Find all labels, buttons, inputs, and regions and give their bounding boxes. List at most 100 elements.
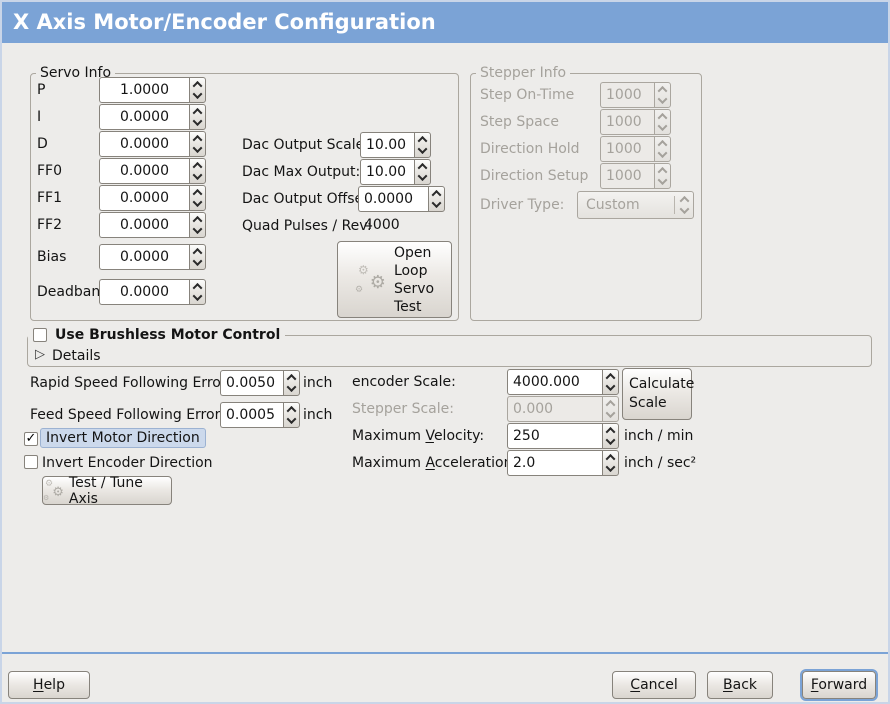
servo-param-label-ff1: FF1 (37, 190, 63, 206)
spin-buttons[interactable] (189, 279, 206, 305)
cancel-button[interactable]: Cancel (612, 671, 696, 699)
dac-max-output-spinbox[interactable] (360, 159, 431, 185)
forward-button[interactable]: Forward (802, 671, 876, 699)
spin-down-icon[interactable] (192, 116, 203, 127)
maximum-velocity-unit: inch / min (624, 428, 694, 444)
help-button[interactable]: Help (8, 671, 90, 699)
spin-buttons[interactable] (602, 423, 619, 449)
maximum-acceleration-spinbox[interactable] (507, 450, 619, 476)
calculate-scale-button[interactable]: Calculate Scale (622, 368, 694, 420)
servo-param-input-ff1[interactable] (99, 185, 189, 211)
servo-info-frame-title: Servo Info (36, 65, 116, 81)
servo-param-spinbox-i[interactable] (99, 104, 206, 130)
servo-param-spinbox-p[interactable] (99, 77, 206, 103)
dac-output-offset-input[interactable] (358, 186, 428, 212)
spin-buttons[interactable] (283, 370, 300, 396)
spin-buttons (602, 396, 619, 422)
servo-param-spinbox-deadband[interactable] (99, 279, 206, 305)
spin-down-icon[interactable] (192, 143, 203, 154)
expander-triangle-icon[interactable]: ▷ (35, 347, 45, 362)
encoder-scale-input[interactable] (507, 369, 602, 395)
spin-down-icon[interactable] (417, 144, 428, 155)
stepper-scale-spinbox (507, 396, 619, 422)
servo-param-input-i[interactable] (99, 104, 189, 130)
dac-max-output-input[interactable] (360, 159, 414, 185)
spin-down-icon (657, 121, 668, 132)
spin-buttons[interactable] (189, 77, 206, 103)
dac-output-offset-spinbox[interactable] (358, 186, 445, 212)
servo-param-spinbox-ff1[interactable] (99, 185, 206, 211)
servo-param-spinbox-bias[interactable] (99, 244, 206, 270)
maximum-velocity-spinbox[interactable] (507, 423, 619, 449)
servo-param-spinbox-ff2[interactable] (99, 212, 206, 238)
servo-param-input-ff2[interactable] (99, 212, 189, 238)
spin-buttons[interactable] (189, 244, 206, 270)
back-button[interactable]: Back (707, 671, 773, 699)
spin-down-icon[interactable] (192, 89, 203, 100)
spin-buttons[interactable] (283, 402, 300, 428)
spin-buttons[interactable] (414, 159, 431, 185)
details-expander-label[interactable]: Details (52, 348, 101, 364)
servo-param-input-ff0[interactable] (99, 158, 189, 184)
servo-param-label-d: D (37, 136, 48, 152)
spin-down-icon[interactable] (192, 170, 203, 181)
encoder-scale-spinbox[interactable] (507, 369, 619, 395)
spin-buttons[interactable] (189, 212, 206, 238)
spin-down-icon[interactable] (431, 198, 442, 209)
spin-down-icon[interactable] (605, 462, 616, 473)
invert-motor-direction-label[interactable]: Invert Motor Direction (40, 428, 206, 448)
rapid-following-error-input[interactable] (220, 370, 283, 396)
spin-down-icon[interactable] (192, 291, 203, 302)
dac-output-scale-spinbox[interactable] (360, 132, 431, 158)
forward-button-label: Forward (810, 677, 868, 693)
brushless-checkbox-row[interactable]: Use Brushless Motor Control (28, 327, 286, 343)
feed-following-error-input[interactable] (220, 402, 283, 428)
open-loop-button-label: Open Loop Servo Test (393, 244, 435, 315)
dac-output-scale-input[interactable] (360, 132, 414, 158)
spin-down-icon[interactable] (417, 171, 428, 182)
spin-down-icon[interactable] (605, 381, 616, 392)
spin-buttons[interactable] (189, 158, 206, 184)
spin-down-icon[interactable] (286, 414, 297, 425)
step-space-label: Step Space (480, 114, 559, 130)
quad-pulses-label: Quad Pulses / Rev: (242, 218, 372, 234)
rapid-following-error-spinbox[interactable] (220, 370, 300, 396)
spin-down-icon (605, 408, 616, 419)
spin-buttons[interactable] (189, 185, 206, 211)
spin-buttons[interactable] (602, 369, 619, 395)
spin-buttons[interactable] (189, 131, 206, 157)
cancel-button-label: Cancel (630, 677, 678, 693)
servo-param-input-bias[interactable] (99, 244, 189, 270)
dac-output-offset-label: Dac Output Offset: (242, 191, 374, 207)
servo-param-spinbox-ff0[interactable] (99, 158, 206, 184)
feed-following-error-spinbox[interactable] (220, 402, 300, 428)
spin-buttons[interactable] (189, 104, 206, 130)
direction-setup-spinbox (600, 163, 671, 189)
open-loop-servo-test-button[interactable]: ⚙ ⚙ ⚙ Open Loop Servo Test (337, 241, 452, 318)
driver-type-dropdown: Custom (577, 191, 694, 219)
invert-encoder-direction-label[interactable]: Invert Encoder Direction (42, 455, 213, 471)
invert-motor-direction-checkbox[interactable]: ✓ (24, 432, 38, 446)
maximum-velocity-input[interactable] (507, 423, 602, 449)
servo-param-input-p[interactable] (99, 77, 189, 103)
invert-encoder-direction-checkbox[interactable] (24, 455, 38, 469)
spin-down-icon[interactable] (192, 256, 203, 267)
servo-param-spinbox-d[interactable] (99, 131, 206, 157)
servo-param-label-i: I (37, 109, 42, 125)
servo-param-input-d[interactable] (99, 131, 189, 157)
spin-buttons[interactable] (414, 132, 431, 158)
spin-buttons[interactable] (428, 186, 445, 212)
maximum-acceleration-input[interactable] (507, 450, 602, 476)
spin-down-icon[interactable] (286, 382, 297, 393)
spin-down-icon[interactable] (192, 224, 203, 235)
use-brushless-checkbox[interactable] (33, 328, 47, 342)
quad-pulses-value: 4000 (364, 217, 400, 233)
spin-down-icon[interactable] (192, 197, 203, 208)
spin-down-icon[interactable] (605, 435, 616, 446)
spin-buttons[interactable] (602, 450, 619, 476)
back-button-label: Back (723, 677, 757, 693)
servo-param-input-deadband[interactable] (99, 279, 189, 305)
test-tune-axis-button[interactable]: ⚙ ⚙ ⚙ Test / Tune Axis (42, 475, 172, 507)
rapid-following-error-unit: inch (303, 375, 333, 391)
